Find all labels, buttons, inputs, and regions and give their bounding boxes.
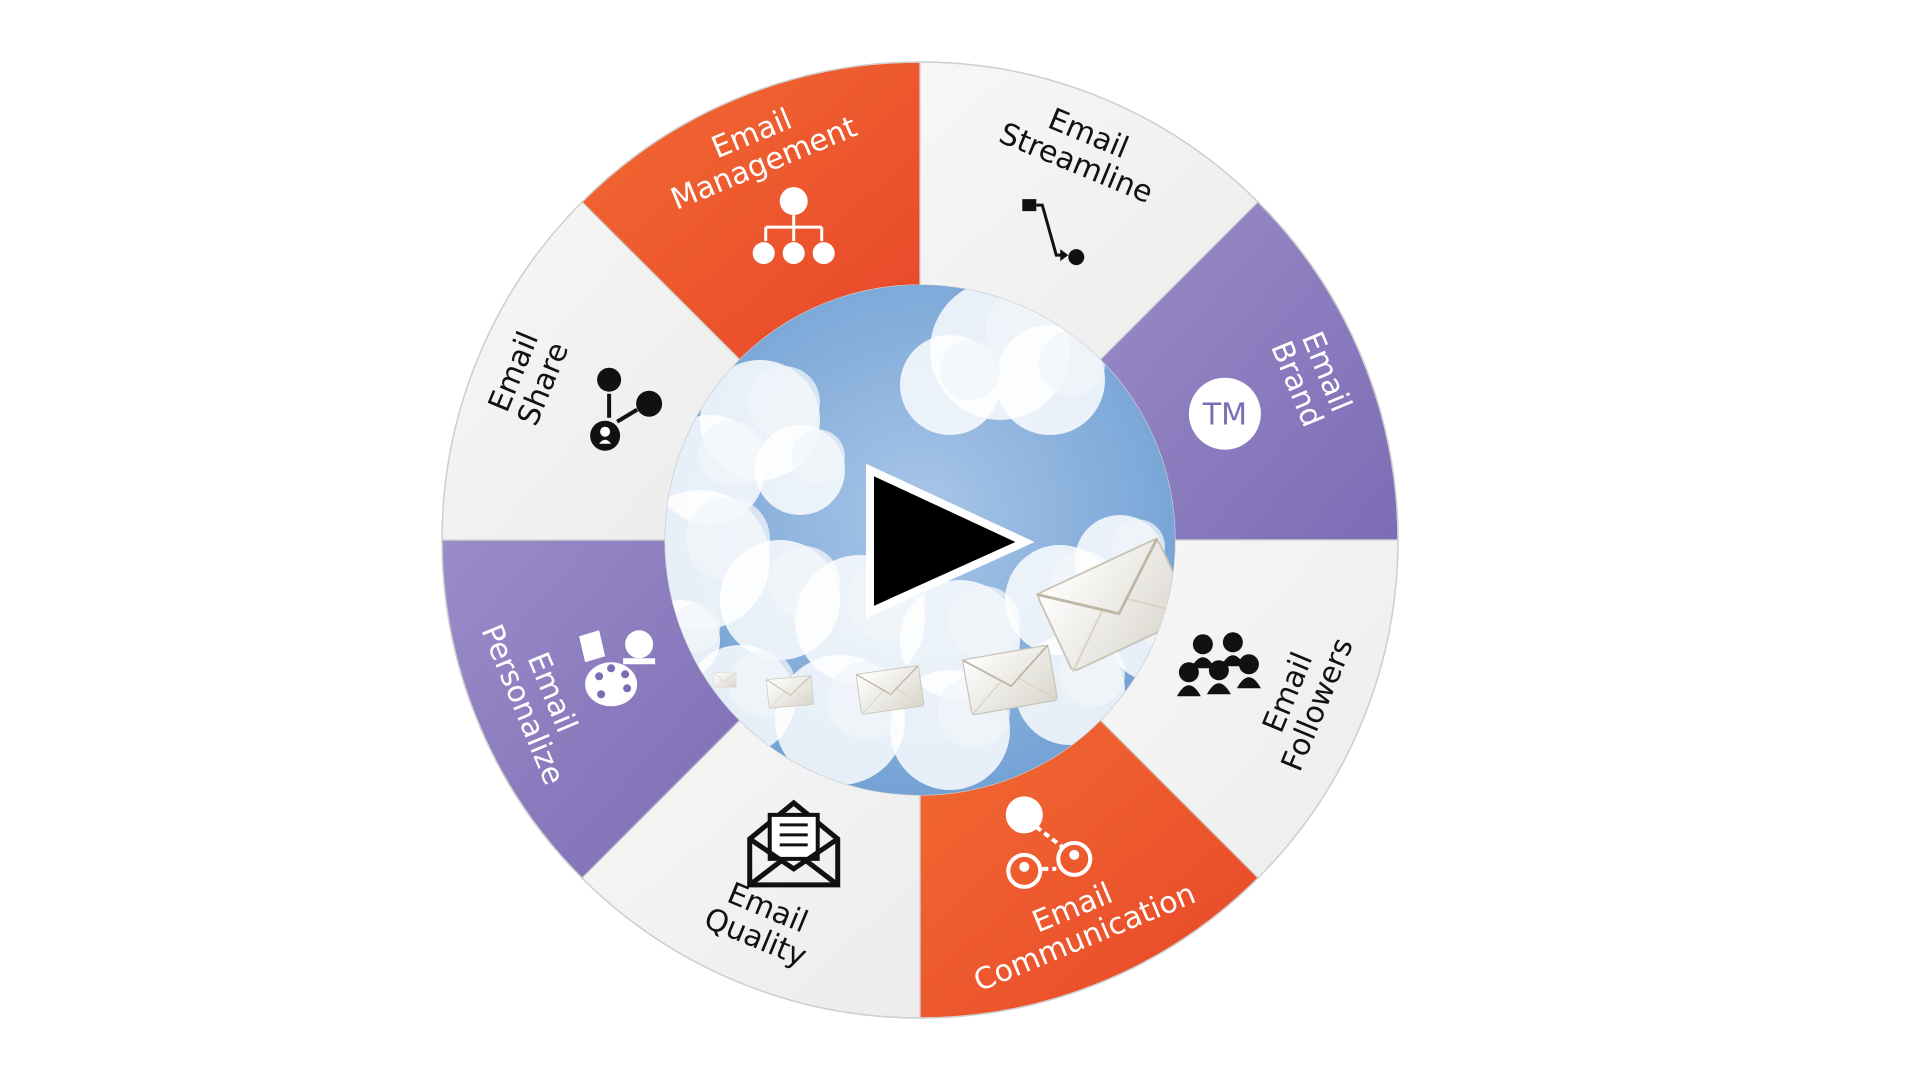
envelope-icon xyxy=(1036,537,1175,673)
cloud-shape xyxy=(948,586,1020,658)
followers-group-icon xyxy=(1176,632,1261,697)
center-image xyxy=(665,285,1175,795)
envelope-icon xyxy=(855,665,925,715)
open-envelope-icon xyxy=(747,799,841,888)
envelope-icon xyxy=(713,672,737,688)
workflow-icon xyxy=(1022,199,1085,266)
cloud-shape xyxy=(791,429,845,484)
communication-network-icon xyxy=(1005,796,1093,889)
trademark-icon: TM xyxy=(1188,377,1261,450)
cloud-shape xyxy=(748,366,820,438)
cloud-shape xyxy=(699,420,765,487)
cloud-shape xyxy=(940,340,1000,400)
org-chart-icon xyxy=(752,187,835,265)
trademark-text: TM xyxy=(1202,398,1247,433)
envelope-icon xyxy=(766,675,814,709)
play-button-icon[interactable] xyxy=(866,463,1035,619)
envelope-icon xyxy=(961,644,1058,716)
outer-ring xyxy=(441,61,1399,1019)
personalize-palette-icon xyxy=(579,630,656,707)
share-nodes-icon xyxy=(590,367,663,451)
